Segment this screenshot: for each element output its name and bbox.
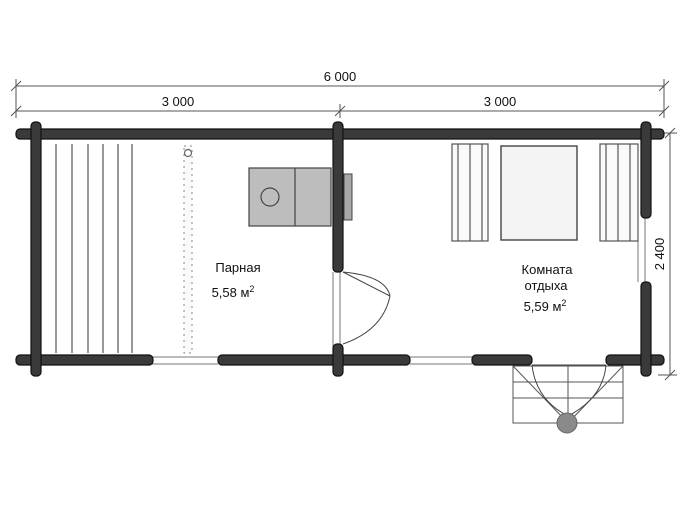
- depth-label: 2 400: [652, 238, 667, 271]
- entrance-post: [556, 412, 578, 434]
- rest-room-table: [500, 145, 578, 241]
- steam-room-shelf: [183, 145, 193, 354]
- steam-room-bench: [55, 144, 133, 353]
- partition-door: [342, 271, 391, 345]
- rest-room-name-line2: отдыха: [525, 278, 569, 293]
- log-walls: [15, 121, 665, 377]
- opening-lines: [152, 218, 646, 365]
- rest-room-bench-left: [451, 143, 489, 242]
- rest-room-name-line1: Комната: [522, 262, 574, 277]
- overall-width-label: 6 000: [324, 69, 357, 84]
- rest-room-area: 5,59 м2: [524, 298, 567, 314]
- entrance-door: [531, 364, 607, 417]
- right-width-label: 3 000: [484, 94, 517, 109]
- left-width-label: 3 000: [162, 94, 195, 109]
- rest-room-bench-right: [599, 143, 639, 242]
- sauna-stove: [248, 167, 353, 227]
- shelf-knob: [183, 148, 193, 158]
- steam-room-area: 5,58 м2: [212, 284, 255, 300]
- steam-room-name: Парная: [215, 260, 260, 275]
